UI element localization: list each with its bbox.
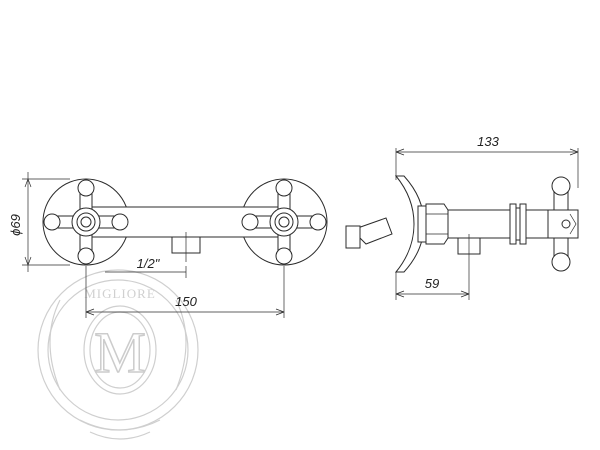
width-dimension: 150 [85, 266, 285, 318]
depth-label: 133 [477, 134, 499, 149]
watermark-logo: MIGLIORE M [37, 269, 199, 440]
right-cross-handle [241, 179, 327, 265]
watermark-brand: MIGLIORE [84, 286, 156, 301]
outlet-offset-label: 59 [425, 276, 439, 291]
front-view: ϕ69 1/2" 150 [8, 172, 328, 318]
depth-dimension: 133 [395, 134, 579, 188]
wall-pipe [345, 225, 361, 249]
watermark-monogram: M [94, 320, 146, 385]
outlet-offset-dimension: 59 [395, 262, 470, 300]
diameter-label: ϕ69 [8, 214, 23, 236]
hex-nut [425, 203, 449, 245]
thread-label: 1/2" [137, 256, 161, 271]
side-cross-handle [547, 176, 579, 272]
thread-dimension: 1/2" [105, 256, 187, 278]
left-cross-handle [43, 179, 129, 265]
eccentric-connector [351, 217, 393, 245]
side-flange [394, 175, 425, 273]
width-label: 150 [175, 294, 197, 309]
side-body [447, 209, 511, 239]
side-view: 133 59 [345, 134, 579, 300]
diameter-dimension: ϕ69 [8, 172, 70, 272]
